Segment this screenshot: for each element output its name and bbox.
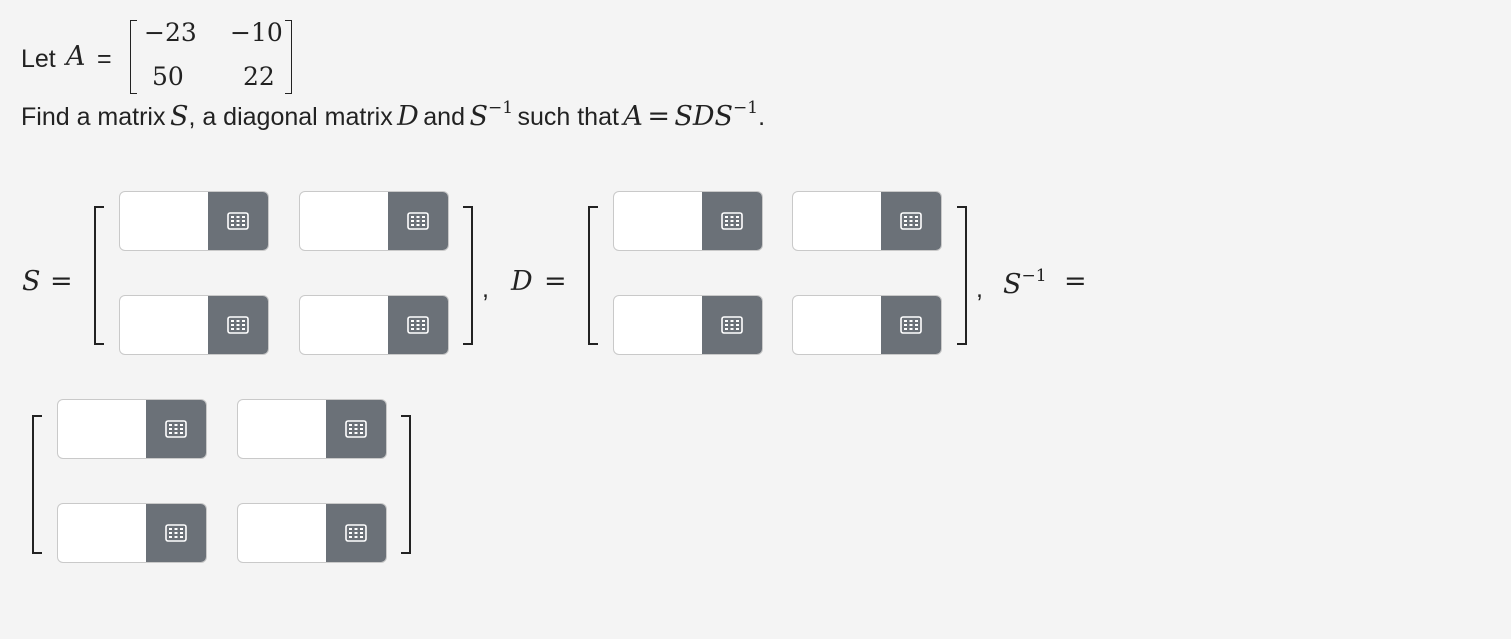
s-left-bracket [94, 206, 104, 345]
equation-equals: = [647, 101, 670, 132]
d-entry-r2c2 [792, 295, 942, 355]
s-inverse-keypad-button-r1c2[interactable] [326, 400, 386, 458]
s-inverse-input-r1c1[interactable] [58, 400, 148, 458]
s-entry-r2c1 [119, 295, 269, 355]
s-inverse-keypad-button-r1c1[interactable] [146, 400, 206, 458]
equation-rhs: SDS−1 [674, 98, 759, 132]
keypad-grid-icon [407, 316, 429, 334]
keypad-grid-icon [900, 316, 922, 334]
d-input-r2c2[interactable] [793, 296, 883, 354]
matrix-a-r1c1: −23 [144, 18, 197, 47]
matrix-a-name: A [66, 41, 86, 72]
s-entry-r1c1 [119, 191, 269, 251]
equals-sign: = [97, 45, 112, 73]
equation-a: A [623, 101, 643, 132]
keypad-grid-icon [227, 316, 249, 334]
matrix-a-right-bracket [285, 20, 292, 94]
keypad-grid-icon [721, 316, 743, 334]
keypad-grid-icon [721, 212, 743, 230]
d-entry-r1c1 [613, 191, 763, 251]
keypad-grid-icon [227, 212, 249, 230]
s-inverse-entry-r2c1 [57, 503, 207, 563]
find-d: D [397, 101, 419, 132]
keypad-grid-icon [407, 212, 429, 230]
s-input-r2c2[interactable] [300, 296, 390, 354]
find-s-inverse: S−1 [469, 98, 514, 132]
d-entry-r1c2 [792, 191, 942, 251]
s-entry-r2c2 [299, 295, 449, 355]
s-inverse-keypad-button-r2c2[interactable] [326, 504, 386, 562]
s-inverse-entry-r1c1 [57, 399, 207, 459]
s-input-r2c1[interactable] [120, 296, 210, 354]
s-keypad-button-r1c1[interactable] [208, 192, 268, 250]
let-text: Let [21, 45, 56, 73]
keypad-grid-icon [345, 420, 367, 438]
find-instruction: Find a matrix S, a diagonal matrix D and… [21, 98, 766, 132]
d-right-bracket [957, 206, 967, 345]
keypad-grid-icon [165, 420, 187, 438]
d-keypad-button-r2c1[interactable] [702, 296, 762, 354]
s-inverse-label: S−1 [1003, 266, 1047, 300]
keypad-grid-icon [345, 524, 367, 542]
s-input-r1c2[interactable] [300, 192, 390, 250]
s-keypad-button-r2c2[interactable] [388, 296, 448, 354]
d-input-r1c2[interactable] [793, 192, 883, 250]
s-inverse-keypad-button-r2c1[interactable] [146, 504, 206, 562]
matrix-a-r2c1: 50 [152, 62, 184, 91]
comma-after-d: , [976, 275, 983, 303]
s-entry-r1c2 [299, 191, 449, 251]
s-inverse-right-bracket [401, 415, 411, 554]
matrix-a-r1c2: −10 [230, 18, 283, 47]
s-input-r1c1[interactable] [120, 192, 210, 250]
find-s: S [169, 101, 189, 132]
s-label: S [22, 266, 41, 297]
s-inverse-entry-r1c2 [237, 399, 387, 459]
s-inverse-entry-r2c2 [237, 503, 387, 563]
s-right-bracket [463, 206, 473, 345]
matrix-a-r2c2: 22 [243, 62, 275, 91]
d-equals: = [544, 266, 567, 297]
d-keypad-button-r2c2[interactable] [881, 296, 941, 354]
d-keypad-button-r1c1[interactable] [702, 192, 762, 250]
keypad-grid-icon [900, 212, 922, 230]
s-inverse-left-bracket [32, 415, 42, 554]
s-inverse-equals: = [1064, 266, 1087, 297]
keypad-grid-icon [165, 524, 187, 542]
s-inverse-input-r1c2[interactable] [238, 400, 328, 458]
s-inverse-input-r2c1[interactable] [58, 504, 148, 562]
d-left-bracket [588, 206, 598, 345]
comma-after-s: , [482, 275, 489, 303]
d-entry-r2c1 [613, 295, 763, 355]
s-equals: = [50, 266, 73, 297]
s-keypad-button-r1c2[interactable] [388, 192, 448, 250]
s-keypad-button-r2c1[interactable] [208, 296, 268, 354]
d-label: D [511, 266, 533, 297]
d-input-r2c1[interactable] [614, 296, 704, 354]
d-input-r1c1[interactable] [614, 192, 704, 250]
matrix-a-left-bracket [130, 20, 137, 94]
d-keypad-button-r1c2[interactable] [881, 192, 941, 250]
s-inverse-input-r2c2[interactable] [238, 504, 328, 562]
